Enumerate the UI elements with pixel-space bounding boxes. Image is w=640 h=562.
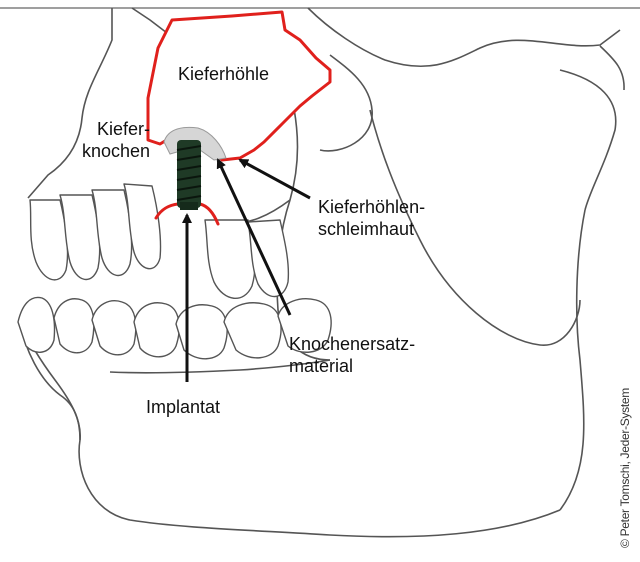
label-kieferknochen: Kiefer- knochen <box>70 118 150 162</box>
copyright-credit: © Peter Tomschi, Jeder-System <box>618 328 632 548</box>
label-kieferhoehle: Kieferhöhle <box>178 63 269 85</box>
label-knochenersatz: Knochenersatz- material <box>289 333 415 377</box>
arrow-schleimhaut <box>240 160 310 198</box>
implant <box>177 140 201 210</box>
upper-teeth <box>30 184 288 298</box>
lower-teeth <box>18 297 331 358</box>
label-implantat: Implantat <box>146 396 220 418</box>
label-schleimhaut: Kieferhöhlen- schleimhaut <box>318 196 425 240</box>
